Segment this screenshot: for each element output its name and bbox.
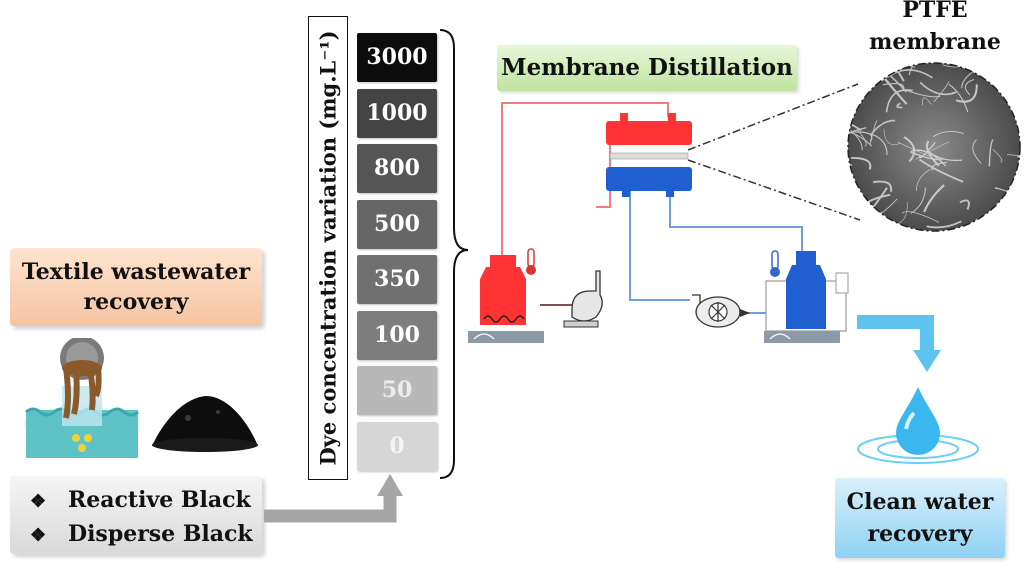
sem-fiber [869, 120, 878, 145]
sem-fiber [870, 119, 896, 136]
sem-fiber [1015, 180, 1020, 199]
sem-fiber [964, 79, 975, 96]
textile-title-line1: Textile wastewater [21, 259, 251, 285]
sem-fiber [942, 63, 969, 68]
membrane-distillation-title: Membrane Distillation [497, 45, 797, 91]
ptfe-label-line1: PTFE [902, 0, 968, 23]
sem-fiber [988, 64, 1007, 73]
sem-fiber [931, 161, 947, 171]
sem-fiber [848, 121, 862, 132]
thermometer-cold-icon [770, 250, 780, 277]
sem-fiber [923, 184, 945, 213]
sem-fiber [872, 63, 890, 84]
dye-powder-pile-icon [152, 396, 258, 452]
dye-types-box: ❖ Reactive Black ❖ Disperse Black [10, 476, 262, 554]
sem-fiber [959, 199, 970, 210]
hot-feed-tank [468, 255, 544, 343]
membrane-module-hot [606, 113, 692, 145]
sem-fiber [864, 222, 889, 231]
dye-label-disperse: Disperse Black [68, 521, 253, 547]
sem-fiber [988, 139, 994, 167]
sem-fiber [992, 149, 1003, 163]
sem-fiber [848, 218, 861, 231]
sem-fiber [848, 92, 850, 124]
blue-flow-arrow [857, 315, 941, 372]
sem-fiber [926, 220, 962, 229]
concentration-level-0: 0 [357, 421, 437, 471]
concentration-level-500: 500 [357, 199, 437, 249]
sem-fiber [916, 168, 931, 192]
sem-fiber [955, 84, 978, 103]
clean-water-line1: Clean water [846, 489, 994, 515]
membrane-sheet [609, 152, 689, 160]
sem-fiber [915, 141, 950, 160]
sem-fiber [926, 149, 963, 162]
sem-fiber [901, 211, 940, 223]
sem-fiber [848, 72, 865, 83]
sem-fiber [933, 81, 950, 103]
concentration-level-350: 350 [357, 255, 437, 304]
sem-fiber [918, 158, 964, 183]
sem-fiber [848, 63, 876, 70]
textile-title-line2: recovery [83, 289, 189, 315]
thermometer-hot-icon [526, 248, 536, 275]
sem-fiber [848, 196, 852, 226]
textile-wastewater-box: Textile wastewater recovery [10, 248, 262, 326]
sem-fiber [857, 129, 867, 147]
sem-fiber [973, 218, 980, 231]
clean-water-recovery-box: Clean water recovery [835, 478, 1005, 558]
clean-water-line2: recovery [867, 521, 973, 547]
sem-fiber [911, 149, 947, 167]
ptfe-label-line2: membrane [869, 29, 1001, 55]
sem-fiber [896, 102, 903, 109]
grey-flow-arrow [264, 474, 403, 523]
sem-fiber [948, 83, 969, 113]
sem-fiber [867, 193, 891, 203]
concentration-level-800: 800 [357, 144, 437, 193]
concentration-level-100: 100 [357, 310, 437, 360]
membrane-module-cold [606, 167, 692, 197]
bullet-icon: ❖ [30, 525, 47, 546]
wastewater-pouring-icon [24, 338, 140, 458]
water-drop-icon [857, 387, 979, 464]
sem-fiber [972, 139, 982, 164]
dye-item-reactive: ❖ Reactive Black [30, 484, 262, 518]
sem-fiber [922, 97, 932, 106]
concentration-axis-label: Dye concentration variation (mg.L⁻¹) [315, 30, 341, 466]
sem-fiber [903, 136, 916, 163]
concentration-level-3000: 3000 [357, 33, 437, 82]
concentration-level-1000: 1000 [357, 88, 437, 138]
sem-fiber [883, 128, 901, 146]
sem-fiber [994, 187, 1011, 193]
cold-distillate-tank [764, 251, 849, 343]
sem-fiber [908, 63, 944, 76]
ptfe-sem-micrograph [847, 62, 1021, 232]
sem-fiber [932, 130, 964, 138]
sem-fiber [991, 223, 1004, 231]
zoom-lines [687, 83, 861, 221]
cold-pump-icon [692, 294, 750, 328]
sem-fiber [871, 133, 888, 156]
sem-fiber [848, 130, 873, 147]
concentration-level-50: 50 [357, 366, 437, 415]
sem-fiber [873, 180, 893, 192]
sem-fiber [848, 120, 863, 151]
sem-fiber [910, 187, 926, 214]
sem-fiber [851, 156, 872, 170]
md-process-schematic [468, 102, 849, 343]
sem-fiber [898, 201, 908, 224]
sem-fiber [848, 84, 863, 100]
feed-pump-icon [540, 270, 603, 328]
dye-label-reactive: Reactive Black [68, 487, 251, 513]
ptfe-membrane-label: PTFE membrane [850, 0, 1020, 58]
right-brace [439, 29, 469, 479]
sem-fiber [919, 81, 957, 96]
sem-fiber [902, 88, 941, 98]
concentration-axis-frame [308, 16, 348, 480]
bullet-icon: ❖ [30, 491, 47, 512]
dye-item-disperse: ❖ Disperse Black [30, 518, 262, 552]
sem-fiber [1006, 154, 1020, 164]
sem-fiber [885, 89, 913, 113]
